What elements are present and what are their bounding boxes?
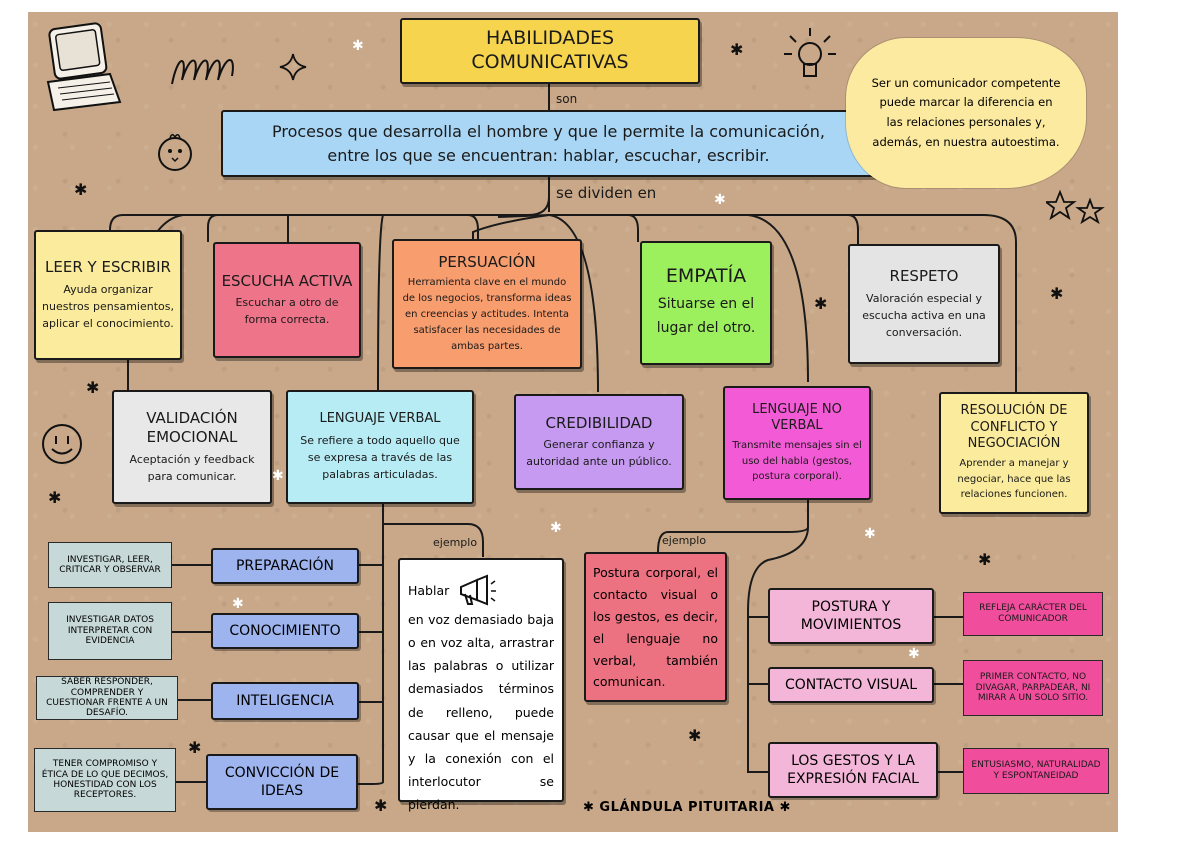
skill-leer-escribir: LEER Y ESCRIBIR Ayuda organizar nuestros…	[34, 230, 182, 360]
skill-respeto-title: RESPETO	[889, 267, 959, 286]
cloud-note: Ser un comunicador competente puede marc…	[846, 38, 1086, 188]
connector-son: son	[556, 92, 578, 106]
verbal-item-conviccion: CONVICCIÓN DE IDEAS	[206, 754, 358, 810]
skill-respeto: RESPETO Valoración especial y escucha ac…	[848, 244, 1000, 364]
skill-persuasion-desc: Herramienta clave en el mundo de los neg…	[402, 277, 572, 353]
footer-brand: ✱ GLÁNDULA PITUITARIA ✱	[583, 800, 791, 815]
footer-text: GLÁNDULA PITUITARIA	[599, 800, 775, 815]
skill-empatia-desc: Situarse en el lugar del otro.	[656, 296, 756, 336]
skill-escucha-desc: Escuchar a otro de forma correcta.	[235, 296, 339, 327]
skill-empatia: EMPATÍA Situarse en el lugar del otro.	[640, 241, 772, 365]
skill-credibilidad: CREDIBILIDAD Generar confianza y autorid…	[514, 394, 684, 490]
star-icon: ✱	[714, 192, 726, 208]
skill-leer-desc: Ayuda organizar nuestros pensamientos, a…	[42, 282, 174, 330]
skill-verbal-desc: Se refiere a todo aquello que se expresa…	[300, 433, 460, 481]
verbal-note-4: TENER COMPROMISO Y ÉTICA DE LO QUE DECIM…	[34, 748, 176, 812]
skill-resolucion-title: RESOLUCIÓN DE CONFLICTO Y NEGOCIACIÓN	[960, 403, 1068, 451]
cloud-note-text: Ser un comunicador competente puede marc…	[871, 75, 1061, 149]
skill-noverbal-desc: Transmite mensajes sin el uso del habla …	[732, 440, 862, 482]
nonverbal-item-gestos: LOS GESTOS Y LA EXPRESIÓN FACIAL	[768, 742, 938, 798]
star-icon: ✱	[978, 550, 992, 569]
skill-resolucion-desc: Aprender a manejar y negociar, hace que …	[957, 458, 1071, 501]
nonverbal-note-3: ENTUSIASMO, NATURALIDAD Y ESPONTANEIDAD	[963, 748, 1109, 794]
star-icon: ✱	[188, 738, 202, 757]
skill-escucha-title: ESCUCHA ACTIVA	[221, 271, 353, 290]
mind-map-board: HABILIDADES COMUNICATIVAS son Procesos q…	[28, 12, 1118, 832]
verbal-example-box: Hablar en voz demasiado baja o en voz al…	[398, 558, 564, 812]
star-icon: ✱	[74, 180, 88, 199]
bird-doodle-icon	[158, 134, 192, 171]
star-icon: ✱	[352, 38, 364, 54]
skill-verbal-title: LENGUAJE VERBAL	[319, 411, 441, 427]
skill-credibilidad-title: CREDIBILIDAD	[545, 413, 653, 432]
skill-validacion-emocional: VALIDACIÓN EMOCIONAL Aceptación y feedba…	[112, 390, 272, 504]
smiley-icon	[42, 424, 82, 464]
skill-lenguaje-verbal: LENGUAJE VERBAL Se refiere a todo aquell…	[286, 390, 474, 504]
lightbulb-icon	[784, 28, 836, 77]
star-icon: ✱	[550, 520, 562, 536]
main-title: HABILIDADES COMUNICATIVAS	[471, 27, 629, 73]
star-icon: ✱	[1050, 284, 1064, 303]
verbal-item-preparacion: PREPARACIÓN	[211, 548, 359, 584]
verbal-item-inteligencia: INTELIGENCIA	[211, 682, 359, 720]
star-icon: ✱	[814, 294, 828, 313]
skill-escucha-activa: ESCUCHA ACTIVA Escuchar a otro de forma …	[213, 242, 361, 358]
nonverbal-example-text: Postura corporal, el contacto visual o l…	[593, 565, 718, 690]
star-icon: ✱	[908, 646, 920, 662]
loops-doodle-icon	[171, 59, 234, 85]
skill-credibilidad-desc: Generar confianza y autoridad ante un pú…	[526, 438, 672, 469]
connector-se-dividen: se dividen en	[556, 184, 657, 202]
star-icon: ✱	[730, 40, 744, 59]
nonverbal-note-1: REFLEJA CARÁCTER DEL COMUNICADOR	[963, 592, 1103, 636]
verbal-example-word: Hablar	[408, 583, 450, 599]
connector-lines	[109, 84, 1017, 785]
star-icon: ✱	[374, 796, 388, 815]
skill-resolucion-conflicto: RESOLUCIÓN DE CONFLICTO Y NEGOCIACIÓN Ap…	[939, 392, 1089, 514]
star-icon: ✱	[232, 596, 244, 612]
star-icon: ✱	[48, 488, 62, 507]
verbal-note-1: INVESTIGAR, LEER, CRITICAR Y OBSERVAR	[48, 542, 172, 588]
star-icon: ✱	[272, 468, 284, 484]
skill-validacion-title: VALIDACIÓN EMOCIONAL	[146, 409, 238, 446]
example-label-nonverbal: ejemplo	[662, 534, 707, 547]
star-doodle-icon	[1046, 189, 1105, 225]
verbal-note-3: SABER RESPONDER, COMPRENDER Y CUESTIONAR…	[36, 676, 178, 720]
skill-lenguaje-no-verbal: LENGUAJE NO VERBAL Transmite mensajes si…	[723, 386, 871, 500]
skill-validacion-desc: Aceptación y feedback para comunicar.	[129, 452, 255, 483]
skill-leer-title: LEER Y ESCRIBIR	[45, 258, 171, 277]
skill-empatia-title: EMPATÍA	[665, 265, 747, 288]
skill-persuasion: PERSUACIÓN Herramienta clave en el mundo…	[392, 239, 582, 369]
verbal-note-2: INVESTIGAR DATOS INTERPRETAR CON EVIDENC…	[48, 602, 172, 660]
skill-respeto-desc: Valoración especial y escucha activa en …	[862, 291, 986, 339]
nonverbal-example-box: Postura corporal, el contacto visual o l…	[584, 552, 727, 702]
laptop-icon	[46, 22, 122, 112]
example-label-verbal: ejemplo	[433, 536, 478, 549]
verbal-item-conocimiento: CONOCIMIENTO	[211, 613, 359, 649]
definition-box: Procesos que desarrolla el hombre y que …	[221, 110, 876, 177]
skill-noverbal-title: LENGUAJE NO VERBAL	[752, 401, 842, 433]
sparkle-icon	[279, 53, 307, 81]
definition-text: Procesos que desarrolla el hombre y que …	[271, 121, 825, 165]
nonverbal-item-postura: POSTURA Y MOVIMIENTOS	[768, 588, 934, 644]
star-icon: ✱	[583, 800, 600, 815]
nonverbal-note-2: PRIMER CONTACTO, NO DIVAGAR, PARPADEAR, …	[963, 660, 1103, 716]
star-icon: ✱	[864, 526, 876, 542]
star-icon: ✱	[688, 726, 702, 745]
nonverbal-item-contacto: CONTACTO VISUAL	[768, 667, 934, 703]
star-icon: ✱	[86, 378, 100, 397]
star-icon: ✱	[774, 800, 791, 815]
skill-persuasion-title: PERSUACIÓN	[438, 252, 536, 271]
verbal-example-text: en voz demasiado baja o en voz alta, arr…	[408, 612, 554, 812]
main-title-box: HABILIDADES COMUNICATIVAS	[400, 18, 700, 84]
megaphone-icon	[460, 574, 497, 606]
